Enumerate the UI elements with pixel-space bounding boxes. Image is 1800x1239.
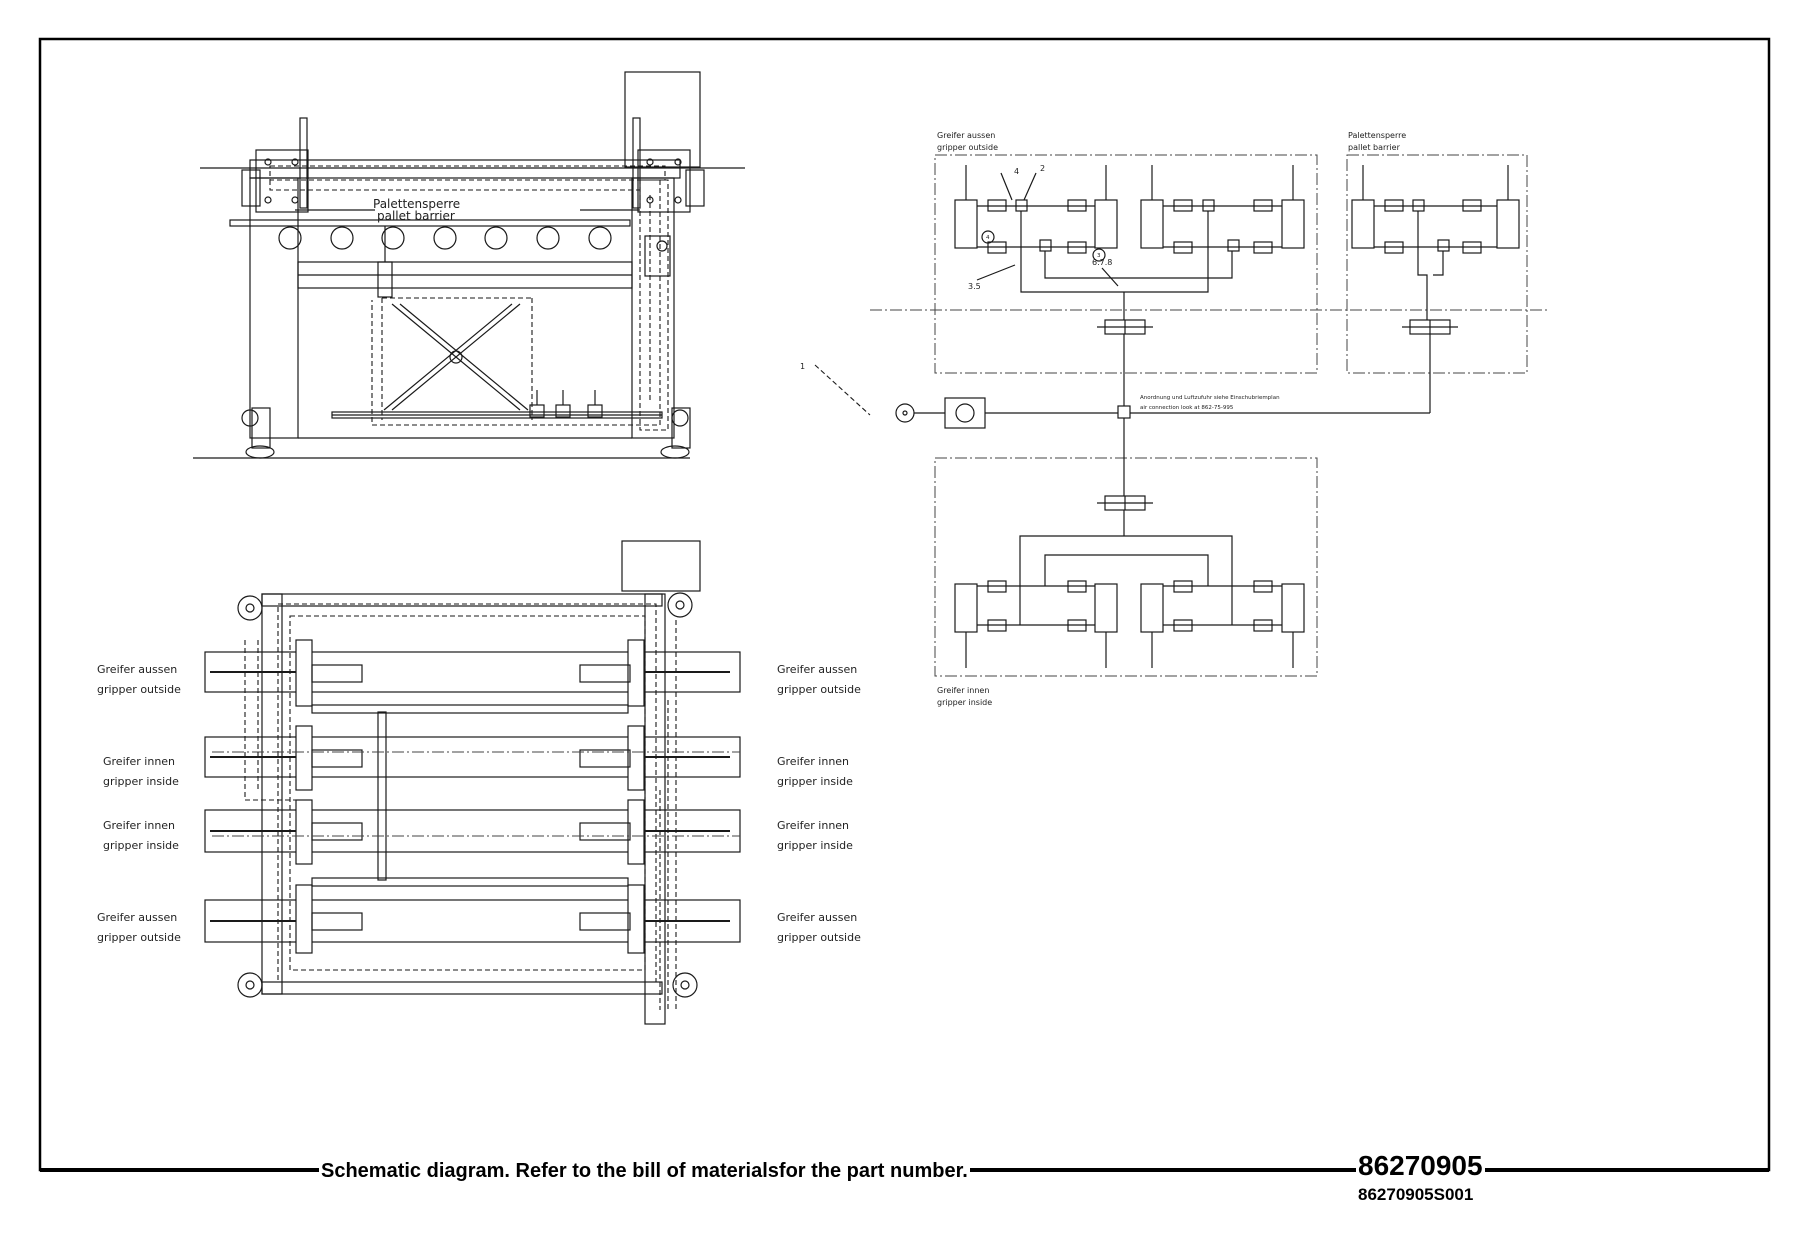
top-left-label-1-de: Greifer aussen <box>97 663 177 676</box>
part-number: 86270905 <box>1356 1150 1485 1182</box>
top-right-label-3-de: Greifer innen <box>777 819 849 832</box>
group-barrier-de: Palettensperre <box>1348 131 1406 140</box>
sheet-number: 86270905S001 <box>1358 1185 1474 1204</box>
air-note-de: Anordnung und Luftzufuhr siehe Einschubr… <box>1140 395 1280 401</box>
top-right-label-3-en: gripper inside <box>777 839 853 852</box>
top-left-label-2-de: Greifer innen <box>103 755 175 768</box>
side-view: Palettensperre pallet barrier <box>193 71 745 459</box>
top-left-label-4-de: Greifer aussen <box>97 911 177 924</box>
group-outside-en: gripper outside <box>937 143 998 152</box>
air-note-en: air connection look at 862-75-995 <box>1140 405 1234 411</box>
circle-ref-a: 4 <box>986 235 990 241</box>
inside-gripper-cylinders <box>954 580 1305 668</box>
barrier-label-de: Palettensperre <box>373 197 460 211</box>
top-right-label-2-de: Greifer innen <box>777 755 849 768</box>
footer-caption: Schematic diagram. Refer to the bill of … <box>319 1160 970 1183</box>
circle-ref-b: 3 <box>1097 253 1101 259</box>
top-right-label-1-en: gripper outside <box>777 683 861 696</box>
top-right-label-4-de: Greifer aussen <box>777 911 857 924</box>
gripper-rails <box>204 651 741 943</box>
group-outside-de: Greifer aussen <box>937 131 995 140</box>
ref-6-7-8: 6.7.8 <box>1092 258 1112 267</box>
group-barrier-en: pallet barrier <box>1348 143 1401 152</box>
top-left-label-3-de: Greifer innen <box>103 819 175 832</box>
ref-1: 1 <box>800 362 805 371</box>
top-left-label-1-en: gripper outside <box>97 683 181 696</box>
outside-gripper-cylinders <box>954 165 1305 293</box>
barrier-label-en: pallet barrier <box>377 209 455 223</box>
top-left-label-3-en: gripper inside <box>103 839 179 852</box>
group-inside-de: Greifer innen <box>937 686 989 695</box>
gripper-jaws <box>295 639 645 954</box>
barrier-cylinders <box>1351 165 1520 320</box>
group-inside-en: gripper inside <box>937 698 992 707</box>
ref-3-5: 3.5 <box>968 282 981 291</box>
top-right-label-1-de: Greifer aussen <box>777 663 857 676</box>
pneumatic-schematic: Greifer aussen gripper outside Palettens… <box>800 131 1550 707</box>
sheet-border <box>38 37 1771 1172</box>
ref-4: 4 <box>1014 167 1019 176</box>
ref-2: 2 <box>1040 164 1045 173</box>
top-left-label-4-en: gripper outside <box>97 931 181 944</box>
top-left-label-2-en: gripper inside <box>103 775 179 788</box>
top-right-label-4-en: gripper outside <box>777 931 861 944</box>
top-view: Greifer aussen gripper outside Greifer i… <box>97 540 861 1025</box>
top-right-label-2-en: gripper inside <box>777 775 853 788</box>
